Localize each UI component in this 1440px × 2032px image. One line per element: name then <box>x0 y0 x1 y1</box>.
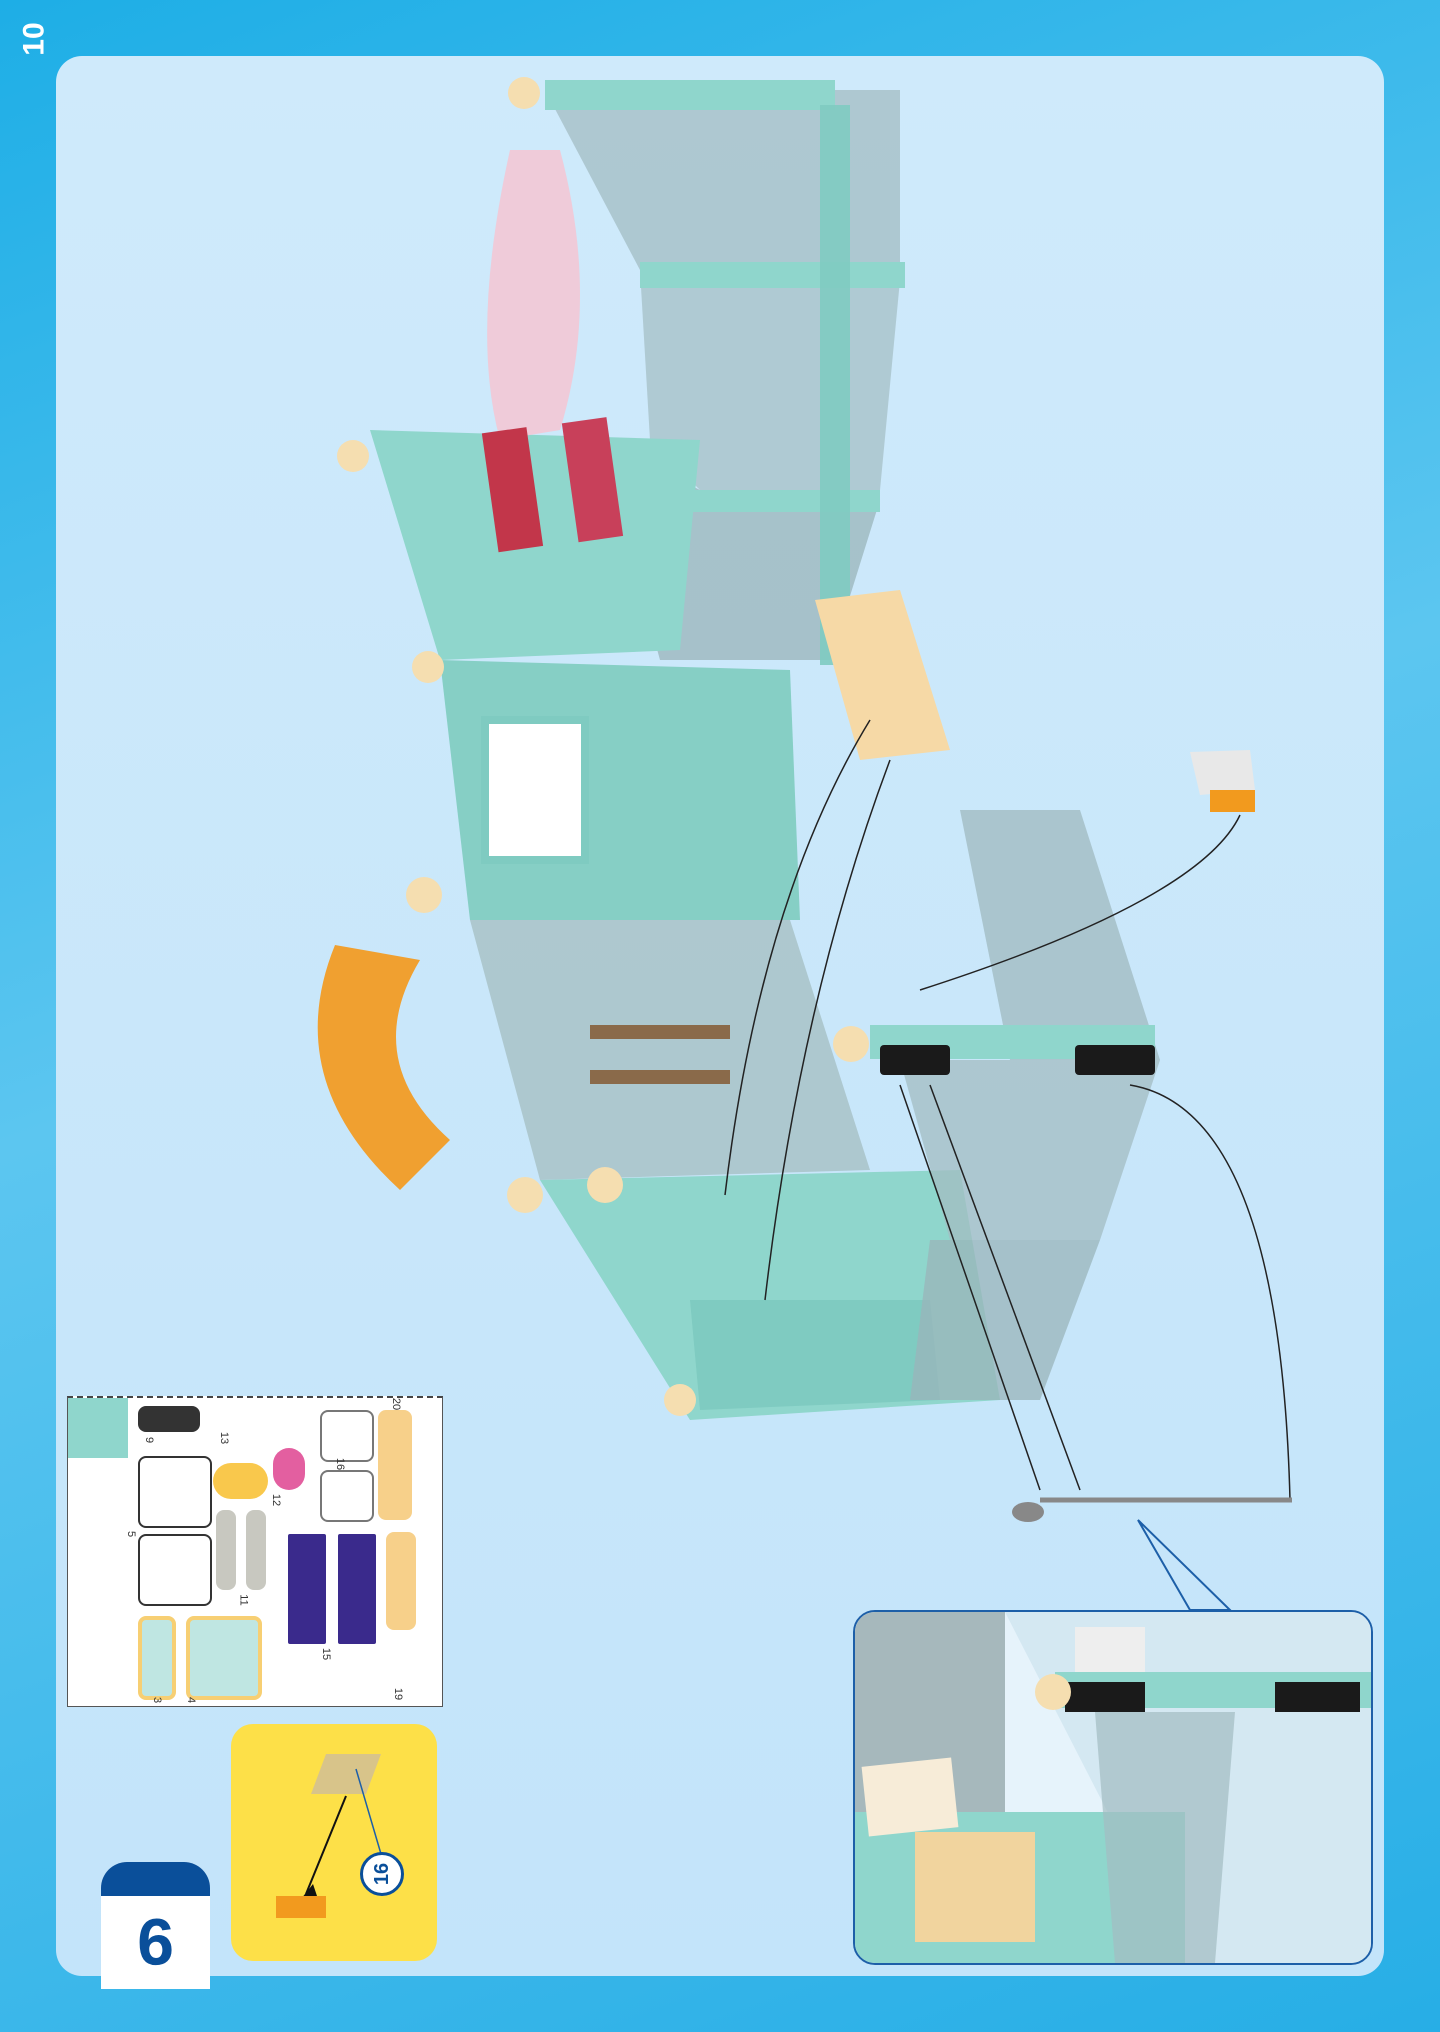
knob <box>337 77 869 1416</box>
assembly-arrows <box>724 719 1291 1501</box>
sticker-15a <box>288 1534 326 1644</box>
sticker-15b <box>338 1534 376 1644</box>
sticker-9 <box>138 1406 200 1432</box>
dark-clip <box>1075 1045 1155 1075</box>
sticker-label: 3 <box>151 1696 164 1704</box>
sticker-20 <box>378 1410 412 1520</box>
sticker-label: 13 <box>218 1431 231 1445</box>
detail-inset <box>853 1610 1373 1965</box>
sticker-12b <box>273 1448 305 1490</box>
step-number: 9 <box>137 1905 174 1980</box>
sticker-label: 15 <box>320 1647 333 1661</box>
sticker-4 <box>186 1616 262 1700</box>
sticker-label: 5 <box>125 1530 138 1538</box>
pink-hammock <box>487 150 580 440</box>
shelf-part <box>815 590 950 760</box>
pink-cushion <box>561 417 624 543</box>
window <box>481 716 589 864</box>
sticker-teal <box>68 1398 128 1458</box>
sticker-3 <box>138 1616 176 1700</box>
sticker-sheet: 3 4 5 9 11 12 13 15 16 19 20 <box>67 1396 443 1707</box>
sticker-16b <box>320 1470 374 1522</box>
inset-diagram <box>855 1612 1371 1963</box>
sticker-label: 20 <box>390 1397 403 1411</box>
sticker-label: 4 <box>185 1696 198 1704</box>
sticker-label: 12 <box>270 1493 283 1507</box>
sticker-5b <box>138 1534 212 1606</box>
sticker-callout: 16 <box>360 1852 404 1896</box>
sticker-11a <box>216 1510 236 1590</box>
sticker-16a <box>320 1410 374 1462</box>
sticker-5a <box>138 1456 212 1528</box>
sticker-label: 9 <box>143 1436 156 1444</box>
dark-clip <box>880 1045 950 1075</box>
sticker-11b <box>246 1510 266 1590</box>
sticker-19 <box>386 1532 416 1630</box>
sticker-label: 11 <box>237 1594 250 1606</box>
upper-cage-module <box>545 80 905 665</box>
sticker-12 <box>213 1463 268 1499</box>
sign-holder <box>1210 790 1255 812</box>
sticker-label: 16 <box>334 1457 347 1471</box>
sign-part <box>1190 750 1255 795</box>
detail-box <box>231 1724 437 1961</box>
sticker-sign-diagram <box>276 1754 382 1918</box>
sticker-label: 19 <box>392 1687 405 1701</box>
step-badge: 9 <box>101 1862 210 1989</box>
middle-wall-module <box>370 430 1000 1420</box>
shower-head <box>1012 1502 1044 1522</box>
inset-pointer <box>1137 1519 1233 1611</box>
right-cage-module <box>870 810 1160 1400</box>
red-cushion <box>481 427 544 553</box>
orange-curved-counter <box>317 945 450 1190</box>
